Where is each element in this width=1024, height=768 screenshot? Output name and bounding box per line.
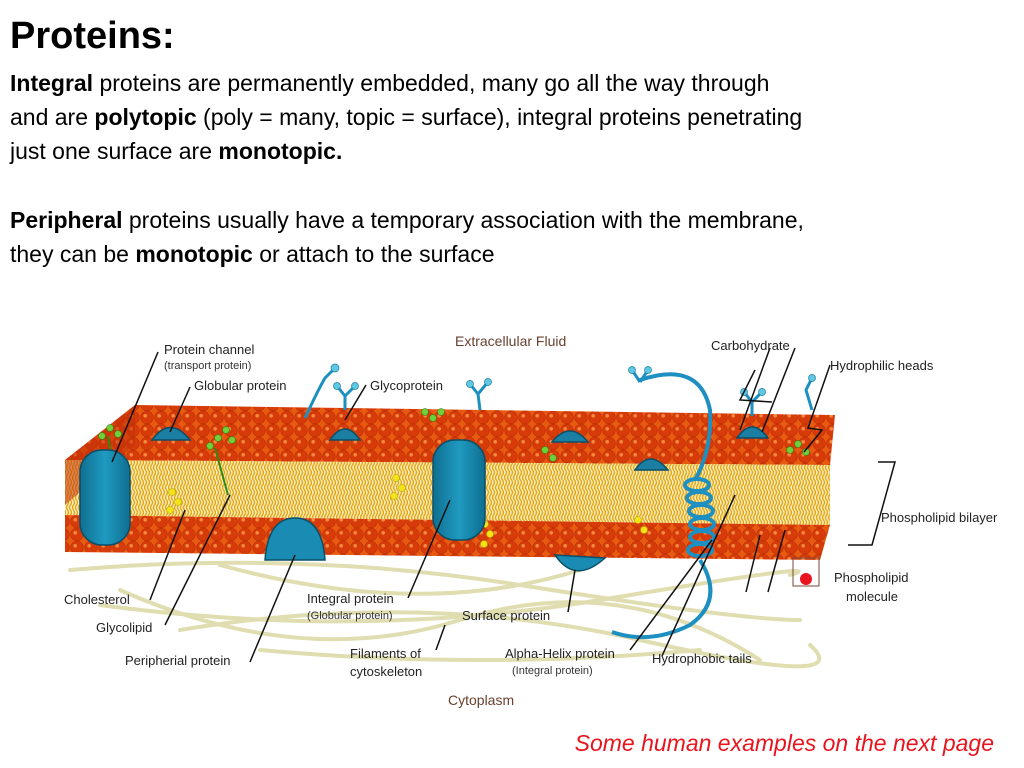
membrane-proteins — [79, 426, 770, 572]
footer-note: Some human examples on the next page — [574, 730, 994, 756]
protein-channel — [79, 449, 131, 546]
slide-title: Proteins: — [10, 15, 175, 57]
carbohydrate-beads — [330, 363, 816, 396]
protein-channel-sublabel: (transport protein) — [164, 360, 251, 372]
integral-protein-sublabel: (Globular protein) — [307, 610, 393, 622]
peripheral-paragraph: Peripheral proteins usually have a tempo… — [10, 203, 810, 271]
integral-protein-label: Integral protein — [307, 591, 394, 606]
integral-paragraph: Integral proteins are permanently embedd… — [10, 66, 810, 168]
peripheral-protein-top — [550, 430, 590, 443]
glycoprotein-right — [735, 426, 770, 439]
monotopic-term-2: monotopic — [135, 241, 253, 267]
monotopic-term: monotopic. — [218, 138, 343, 164]
filaments-label-2: cytoskeleton — [350, 664, 422, 679]
integral-text-2: (poly = many, topic = surface), integral… — [10, 104, 803, 164]
alpha-helix-sublabel: (Integral protein) — [512, 665, 593, 677]
cholesterol-label: Cholesterol — [64, 592, 130, 607]
peripheral-text-1: proteins usually have a temporary associ… — [10, 207, 804, 267]
phospholipid-molecule-highlight — [792, 557, 820, 587]
glycoprotein-body — [328, 428, 362, 441]
globular-protein-label: Globular protein — [194, 378, 287, 393]
polytopic-term: polytopic — [94, 104, 197, 130]
glycolipid-label: Glycolipid — [96, 620, 152, 635]
surface-protein — [553, 554, 607, 572]
globular-protein — [150, 426, 192, 441]
integral-term: Integral — [10, 70, 94, 96]
hydrophilic-heads-label: Hydrophilic heads — [830, 358, 934, 373]
cytoplasm-label: Cytoplasm — [448, 692, 514, 708]
extracellular-label: Extracellular Fluid — [455, 333, 566, 349]
glycoprotein-label: Glycoprotein — [370, 378, 443, 393]
cytoskeleton-filaments — [68, 560, 822, 669]
integral-text-1: proteins are permanently embedded, many … — [10, 70, 770, 130]
globular-protein-right — [633, 458, 670, 471]
protein-channel-label: Protein channel — [164, 342, 254, 357]
filaments-label-1: Filaments of — [350, 646, 421, 661]
alpha-helix-label: Alpha-Helix protein — [505, 646, 615, 661]
phospholipid-molecule-label-1: Phospholipid — [834, 570, 908, 585]
surface-protein-label: Surface protein — [462, 608, 550, 623]
peripheral-protein — [264, 517, 326, 561]
carbohydrate-label: Carbohydrate — [711, 338, 790, 353]
phospholipid-bilayer — [65, 405, 835, 560]
hydrophobic-tails-label: Hydrophobic tails — [652, 651, 752, 666]
peripheral-term: Peripheral — [10, 207, 123, 233]
peripheral-protein-label: Peripherial protein — [125, 653, 231, 668]
phospholipid-molecule-label-2: molecule — [846, 589, 898, 604]
glycolipids — [98, 408, 810, 462]
label-pointers — [111, 347, 896, 663]
peripheral-text-2: or attach to the surface — [252, 241, 495, 267]
integral-protein — [432, 439, 486, 541]
phospholipid-bilayer-label: Phospholipid bilayer — [881, 510, 998, 525]
cell-membrane-diagram: Extracellular Fluid Cytoplasm Protein ch… — [64, 333, 998, 708]
